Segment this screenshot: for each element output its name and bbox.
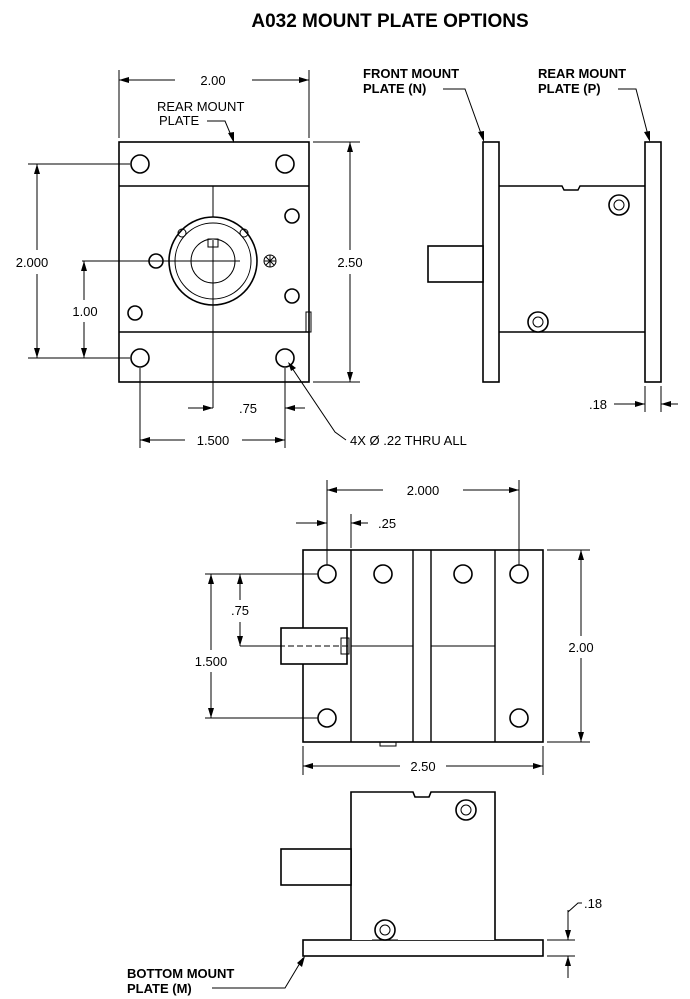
drawing-title: A032 MOUNT PLATE OPTIONS bbox=[251, 11, 528, 32]
front-hole-spacing-vertical: 2.000 bbox=[16, 255, 49, 270]
bottom-mount-label-line2: PLATE (M) bbox=[127, 981, 192, 996]
top-hole-2 bbox=[509, 564, 529, 584]
top-hole-4 bbox=[509, 708, 529, 728]
top-hole-3 bbox=[317, 708, 337, 728]
front-mount-label-line1: FRONT MOUNT bbox=[363, 66, 459, 81]
rear-mount-label-line1: REAR MOUNT bbox=[157, 99, 244, 114]
top-view: 2.000 .25 .75 1.500 2.00 bbox=[195, 480, 594, 775]
front-center-offset: .75 bbox=[239, 401, 257, 416]
top-height-dim: 2.00 bbox=[568, 640, 593, 655]
side-output-shaft bbox=[427, 245, 484, 283]
rear-mount-label-line2: PLATE bbox=[159, 113, 200, 128]
rear-mount-p-label-line1: REAR MOUNT bbox=[538, 66, 626, 81]
mount-hole-top-left bbox=[130, 154, 150, 174]
front-center-height: 1.00 bbox=[72, 304, 97, 319]
bottom-output-shaft bbox=[280, 848, 352, 886]
top-width-dim: 2.50 bbox=[410, 759, 435, 774]
front-width-dim: 2.00 bbox=[200, 73, 225, 88]
top-hole-1 bbox=[317, 564, 337, 584]
mount-hole-bottom-left bbox=[130, 348, 150, 368]
side-plate-thickness: .18 bbox=[589, 397, 607, 412]
rear-mount-plate bbox=[644, 141, 662, 383]
hole-callout: 4X Ø .22 THRU ALL bbox=[350, 433, 467, 448]
top-hole-spacing-horizontal: 2.000 bbox=[407, 483, 440, 498]
bottom-plate-thickness: .18 bbox=[584, 896, 602, 911]
rear-mount-p-label-line2: PLATE (P) bbox=[538, 81, 601, 96]
front-mount-label-line2: PLATE (N) bbox=[363, 81, 426, 96]
bottom-view: .18 BOTTOM MOUNT PLATE (M) bbox=[127, 791, 602, 996]
front-hole-spacing-horizontal: 1.500 bbox=[197, 433, 230, 448]
top-hole-spacing-vertical: 1.500 bbox=[195, 654, 228, 669]
bottom-mount-label-line1: BOTTOM MOUNT bbox=[127, 966, 234, 981]
side-view: FRONT MOUNT PLATE (N) REAR MOUNT PLATE (… bbox=[363, 66, 678, 412]
front-mount-plate bbox=[482, 141, 500, 383]
mount-hole-top-right bbox=[275, 154, 295, 174]
front-view: 2.00 REAR MOUNT PLATE 2.50 2.000 1.00 bbox=[16, 70, 467, 448]
front-height-dim: 2.50 bbox=[337, 255, 362, 270]
top-center-offset: .75 bbox=[231, 603, 249, 618]
mount-hole-bottom-right bbox=[275, 348, 295, 368]
top-edge-offset: .25 bbox=[378, 516, 396, 531]
bottom-mount-plate bbox=[302, 939, 544, 957]
